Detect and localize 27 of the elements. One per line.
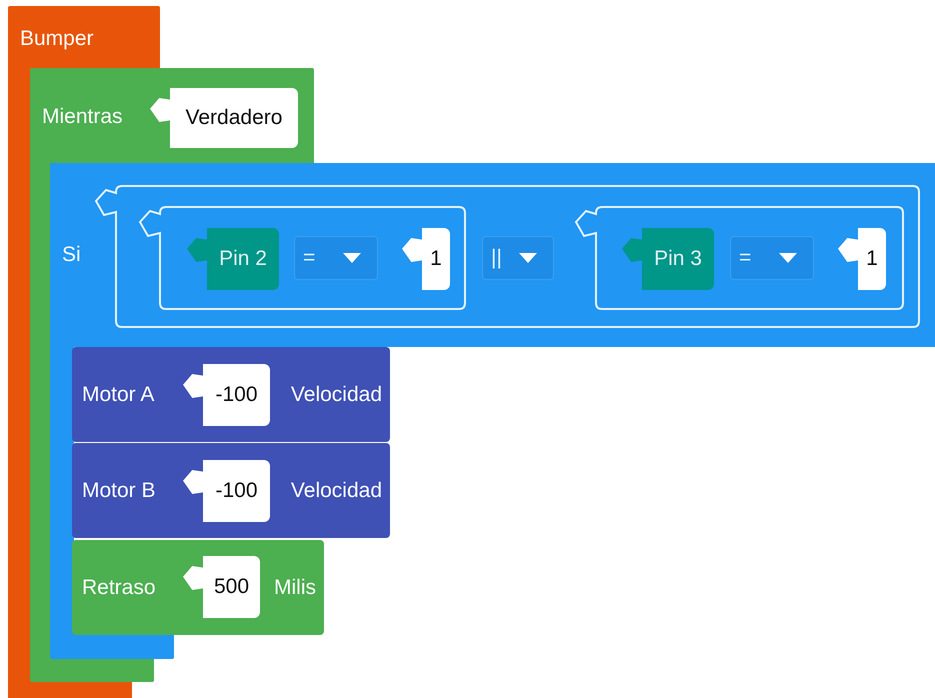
pin-block: Pin 2 [185, 228, 279, 290]
value-field: 1 [400, 228, 450, 290]
dropdown-field: = [730, 236, 814, 280]
code-block [72, 540, 324, 635]
block-label: Bumper [20, 27, 94, 51]
unit-label: Velocidad [290, 382, 382, 406]
condition-frame [94, 185, 920, 328]
value-field: Verdadero [148, 88, 298, 148]
value-field: -100 [181, 364, 270, 426]
block-label: Motor B [82, 478, 156, 502]
condition-frame [574, 206, 904, 310]
value-field: 1 [836, 228, 886, 290]
value-field: 500 [181, 556, 260, 618]
block-label: Si [62, 243, 81, 267]
code-block [52, 165, 935, 657]
unit-label: Milis [274, 576, 316, 600]
pin-block: Pin 3 [620, 228, 714, 290]
code-block [72, 347, 390, 442]
value-field: -100 [181, 460, 270, 522]
code-block [72, 443, 390, 538]
dropdown-field: = [294, 236, 378, 280]
block-label: Mientras [42, 104, 123, 128]
dropdown-field: || [482, 236, 554, 280]
unit-label: Velocidad [290, 478, 382, 502]
condition-frame [138, 206, 466, 310]
block-label: Motor A [82, 382, 154, 406]
block-label: Retraso [82, 576, 156, 600]
